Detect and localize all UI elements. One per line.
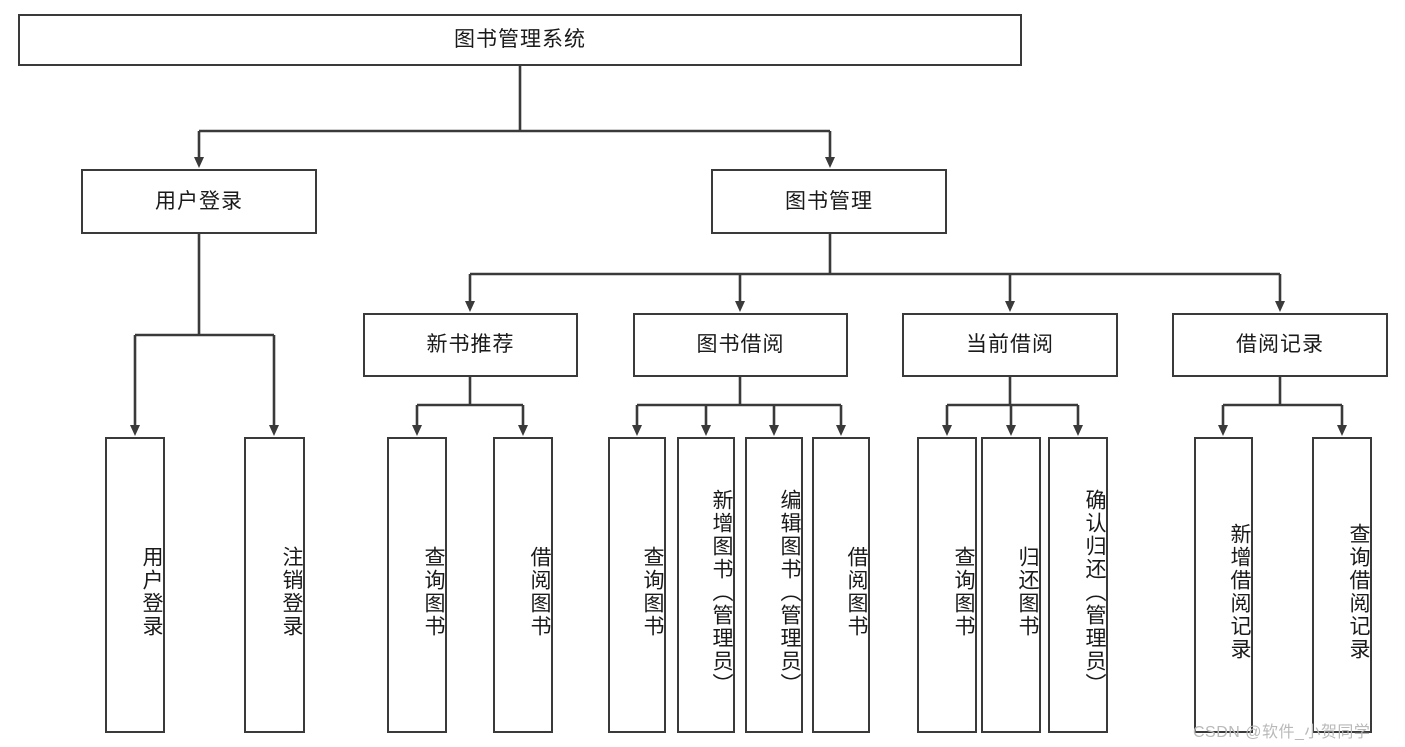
node-current-borrow[interactable]: 当前借阅 bbox=[902, 313, 1118, 377]
node-book-management[interactable]: 图书管理 bbox=[711, 169, 947, 234]
node-label: 确认归还（管理员） bbox=[1083, 488, 1106, 696]
node-label: 新增借阅记录 bbox=[1228, 523, 1251, 661]
node-book-borrow[interactable]: 图书借阅 bbox=[633, 313, 848, 377]
leaf-user-login-login[interactable]: 用户登录 bbox=[105, 437, 165, 733]
node-label: 图书管理系统 bbox=[454, 28, 586, 52]
node-label: 查询图书 bbox=[641, 546, 664, 638]
node-label: 当前借阅 bbox=[966, 333, 1054, 357]
leaf-recommend-borrow-book[interactable]: 借阅图书 bbox=[493, 437, 553, 733]
leaf-current-return-book[interactable]: 归还图书 bbox=[981, 437, 1041, 733]
node-label: 用户登录 bbox=[155, 189, 243, 213]
leaf-borrow-query-book[interactable]: 查询图书 bbox=[608, 437, 666, 733]
node-borrow-record[interactable]: 借阅记录 bbox=[1172, 313, 1388, 377]
node-label: 图书管理 bbox=[785, 189, 873, 213]
csdn-watermark: CSDN @软件_小贺同学 bbox=[1193, 724, 1371, 741]
node-label: 借阅记录 bbox=[1236, 333, 1324, 357]
node-label: 新书推荐 bbox=[426, 333, 515, 357]
leaf-record-query-record[interactable]: 查询借阅记录 bbox=[1312, 437, 1372, 733]
node-label: 新增图书（管理员） bbox=[710, 488, 733, 696]
leaf-current-confirm-return-admin[interactable]: 确认归还（管理员） bbox=[1048, 437, 1108, 733]
node-new-book-recommend[interactable]: 新书推荐 bbox=[363, 313, 578, 377]
leaf-record-add-record[interactable]: 新增借阅记录 bbox=[1194, 437, 1253, 733]
node-label: 编辑图书（管理员） bbox=[778, 488, 801, 696]
node-root-system[interactable]: 图书管理系统 bbox=[18, 14, 1022, 66]
node-label: 注销登录 bbox=[280, 546, 303, 638]
leaf-current-query-book[interactable]: 查询图书 bbox=[917, 437, 977, 733]
leaf-borrow-borrow-book[interactable]: 借阅图书 bbox=[812, 437, 870, 733]
leaf-recommend-query-book[interactable]: 查询图书 bbox=[387, 437, 447, 733]
node-user-login[interactable]: 用户登录 bbox=[81, 169, 317, 234]
node-label: 查询借阅记录 bbox=[1347, 523, 1370, 661]
node-label: 借阅图书 bbox=[528, 546, 551, 638]
node-label: 归还图书 bbox=[1016, 546, 1039, 638]
node-label: 图书借阅 bbox=[696, 333, 785, 357]
node-label: 查询图书 bbox=[952, 546, 975, 638]
leaf-borrow-add-book-admin[interactable]: 新增图书（管理员） bbox=[677, 437, 735, 733]
leaf-borrow-edit-book-admin[interactable]: 编辑图书（管理员） bbox=[745, 437, 803, 733]
node-label: 借阅图书 bbox=[845, 546, 868, 638]
leaf-user-login-logout[interactable]: 注销登录 bbox=[244, 437, 305, 733]
node-label: 用户登录 bbox=[140, 546, 163, 638]
node-label: 查询图书 bbox=[422, 546, 445, 638]
